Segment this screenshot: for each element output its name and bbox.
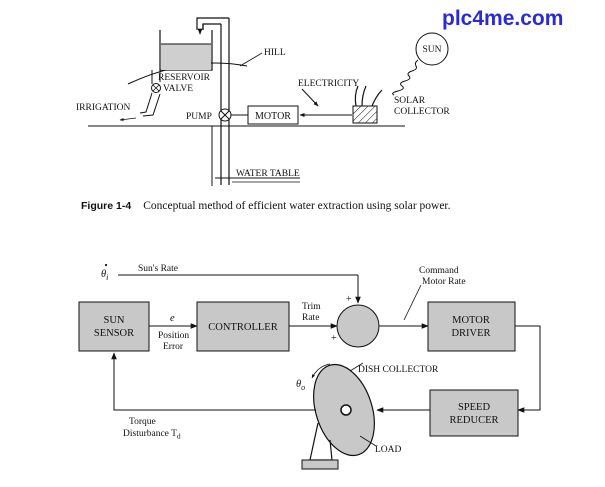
load-label: LOAD bbox=[375, 445, 402, 455]
motor-driver-label-1: MOTOR bbox=[452, 315, 490, 326]
motor-driver-label-2: DRIVER bbox=[451, 328, 490, 339]
theta-o-label: θo bbox=[296, 379, 305, 392]
dish-collector bbox=[301, 363, 375, 470]
outlet-pipe bbox=[139, 70, 161, 117]
solar-label-1: SOLAR bbox=[394, 96, 426, 106]
theta-i-label: θi bbox=[101, 269, 108, 282]
plus-top-label: + bbox=[346, 294, 352, 305]
load-leader bbox=[359, 435, 377, 447]
valve bbox=[151, 83, 161, 93]
irrigation-label: IRRIGATION bbox=[76, 103, 130, 113]
driver-to-reducer-path bbox=[515, 325, 541, 413]
watermark-brand: plc4me.com bbox=[442, 7, 563, 30]
motor-label: MOTOR bbox=[255, 111, 291, 122]
command-leader bbox=[403, 284, 422, 321]
motor-box bbox=[247, 105, 299, 125]
summing-junction bbox=[336, 304, 380, 348]
trim-rate-label-2: Rate bbox=[302, 313, 319, 323]
trim-rate-label-1: Trim bbox=[302, 302, 321, 312]
solar-collector bbox=[352, 85, 383, 124]
e-label: e bbox=[170, 313, 175, 324]
reservoir-label: RESERVOIR bbox=[158, 73, 211, 83]
pump-label: PUMP bbox=[186, 112, 212, 122]
sun-symbol: SUN bbox=[392, 32, 449, 96]
figure-1-4-caption: Figure 1-4 Conceptual method of efficien… bbox=[81, 196, 451, 213]
figure-1-4-caption-text: Conceptual method of efficient water ext… bbox=[143, 200, 450, 212]
reservoir bbox=[159, 30, 213, 71]
command-label-2: Motor Rate bbox=[422, 277, 466, 287]
suns-rate-label: Sun's Rate bbox=[138, 264, 178, 274]
position-error-label-1: Position bbox=[158, 331, 189, 341]
speed-reducer-block bbox=[429, 389, 519, 437]
feedback-path bbox=[111, 352, 316, 411]
theta-i-dot bbox=[104, 263, 108, 267]
torque-label-1: Torque bbox=[129, 417, 156, 427]
electricity-arrow bbox=[301, 88, 319, 107]
figure-1-4-caption-label: Figure 1-4 bbox=[81, 200, 131, 212]
torque-label-2: Disturbance Td bbox=[123, 429, 181, 441]
command-label-1: Command bbox=[419, 266, 459, 276]
dish-collector-label: DISH COLLECTOR bbox=[358, 365, 439, 375]
irrigation-arrow bbox=[119, 117, 137, 122]
speed-reducer-label-2: REDUCER bbox=[449, 415, 498, 426]
pump-pipe bbox=[196, 17, 230, 185]
motor-driver-block bbox=[427, 301, 516, 352]
speed-reducer-label-1: SPEED bbox=[458, 402, 491, 413]
plus-left-label: + bbox=[331, 333, 337, 344]
sun-sensor-label-1: SUN bbox=[103, 315, 124, 326]
sun-ray bbox=[392, 59, 419, 96]
block-diagram: θi Sun's Rate SUN SENSOR e Position Erro… bbox=[78, 263, 541, 470]
sun-label: SUN bbox=[422, 45, 441, 55]
electricity-label: ELECTRICITY bbox=[298, 79, 359, 89]
hill-leader bbox=[239, 52, 263, 67]
solar-label-2: COLLECTOR bbox=[394, 107, 450, 117]
controller-label: CONTROLLER bbox=[208, 322, 277, 333]
controller-block bbox=[196, 301, 290, 352]
position-error-label-2: Error bbox=[163, 342, 184, 352]
valve-label: VALVE bbox=[163, 84, 193, 94]
sun-sensor-block bbox=[78, 301, 150, 352]
hill-label: HILL bbox=[264, 48, 286, 58]
dish-collector-leader bbox=[349, 362, 364, 372]
pump-symbol bbox=[218, 108, 232, 122]
figure-1-4: MOTOR SUN HILL RESERVOIR VALVE ELECTRICI… bbox=[76, 17, 451, 213]
theta-o-arrow bbox=[311, 363, 331, 379]
water-table-label: WATER TABLE bbox=[236, 169, 300, 179]
sun-sensor-label-2: SENSOR bbox=[94, 328, 134, 339]
